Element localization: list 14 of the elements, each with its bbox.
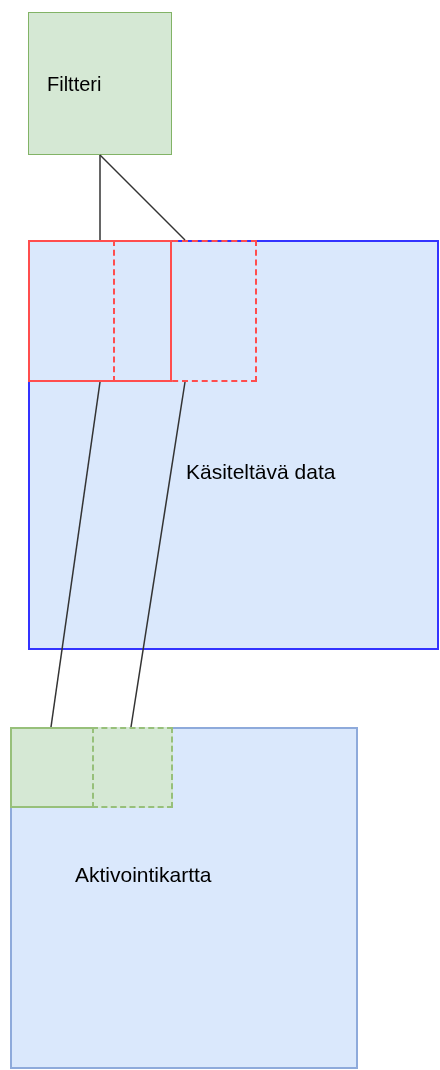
node-label: Aktivointikartta (75, 862, 212, 888)
filter-box (28, 12, 172, 155)
box-filter-window (28, 240, 172, 382)
box-output-cell (10, 727, 94, 808)
box-shifted-output-cell (92, 727, 173, 808)
connector-line (99, 154, 101, 241)
connector-line (99, 154, 186, 241)
node-label: Filtteri (47, 72, 102, 97)
node-label: Käsiteltävä data (186, 459, 336, 485)
activation-map-box (10, 727, 358, 1069)
input-data-box (28, 240, 439, 650)
connector-line (130, 381, 186, 728)
connector-line (50, 381, 101, 728)
box-shifted-filter-window (113, 240, 257, 382)
